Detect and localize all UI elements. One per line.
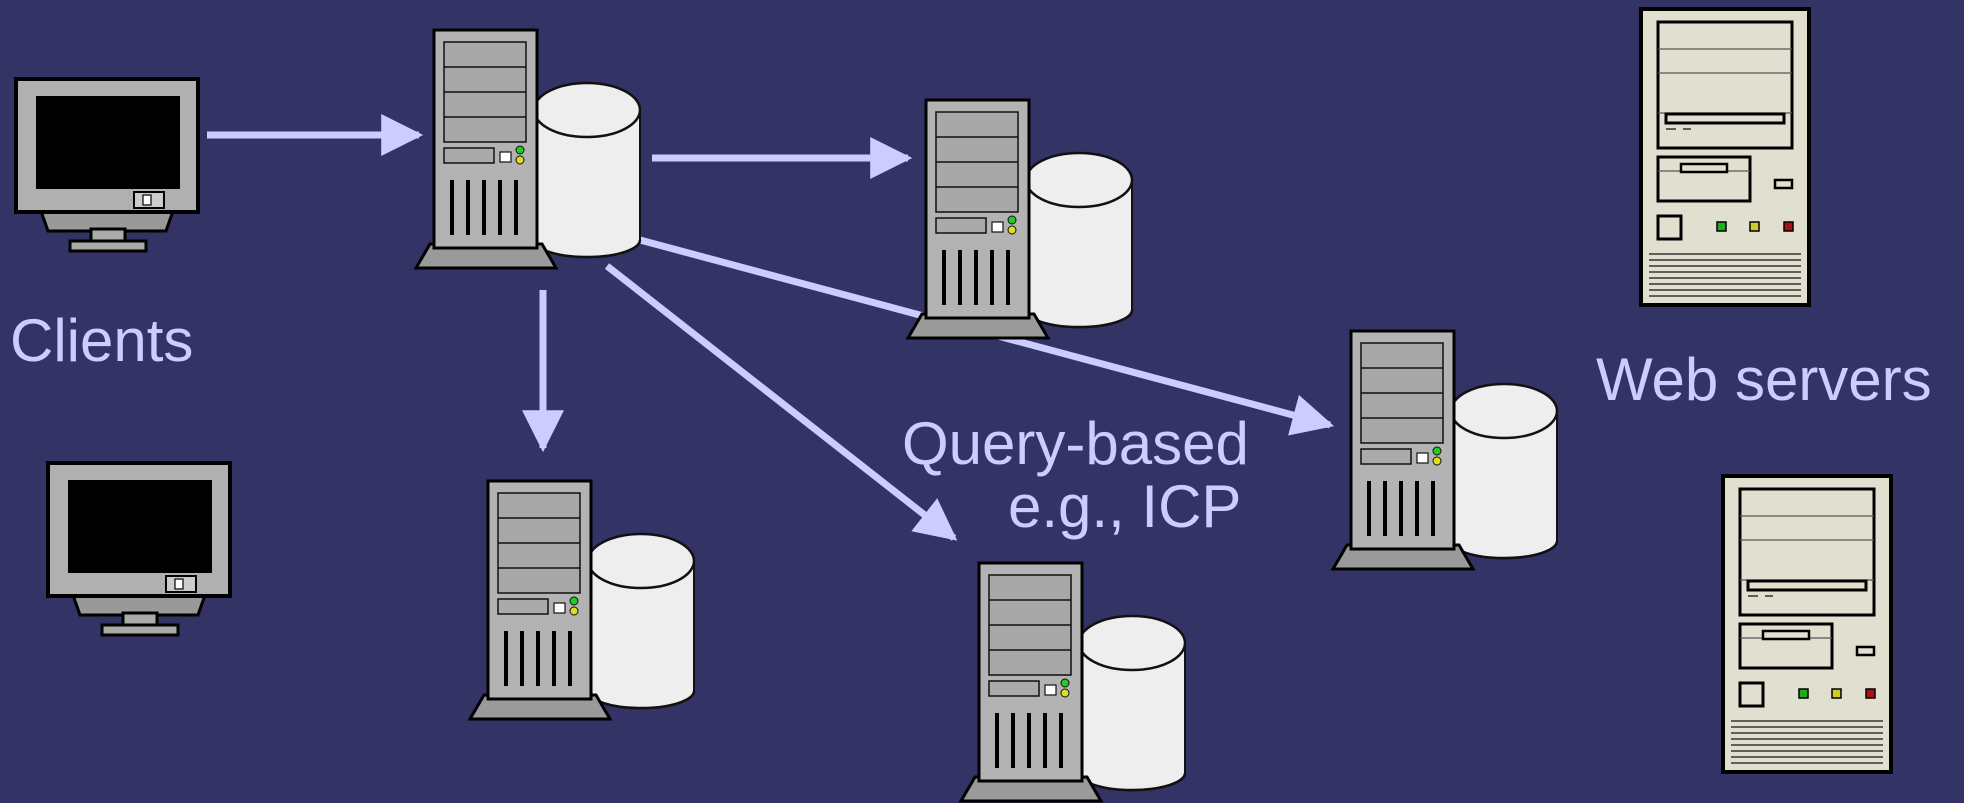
server-tower-icon: [414, 28, 642, 270]
monitor-icon: [46, 461, 232, 637]
server-tower-icon: [959, 561, 1187, 803]
desktop-computer-icon: [1639, 7, 1811, 307]
server-tower-icon: [1331, 329, 1559, 571]
server-tower-icon: [906, 98, 1134, 340]
proxy-cache-d: [959, 561, 1187, 803]
client-2: [46, 461, 232, 637]
clients-label: Clients: [10, 307, 193, 374]
proxy-cache-main: [414, 28, 642, 270]
client-1: [14, 77, 200, 253]
web-server-2: [1721, 474, 1893, 774]
query-based-label: Query-based: [902, 410, 1249, 477]
proxy-cache-a: [906, 98, 1134, 340]
proxy-cache-b: [468, 479, 696, 721]
monitor-icon: [14, 77, 200, 253]
proxy-cache-c: [1331, 329, 1559, 571]
web-server-1: [1639, 7, 1811, 307]
icp-example-label: e.g., ICP: [1008, 473, 1241, 540]
desktop-computer-icon: [1721, 474, 1893, 774]
server-tower-icon: [468, 479, 696, 721]
arrow-proxy-to-cache-d: [604, 263, 958, 541]
web-servers-label: Web servers: [1596, 346, 1932, 413]
